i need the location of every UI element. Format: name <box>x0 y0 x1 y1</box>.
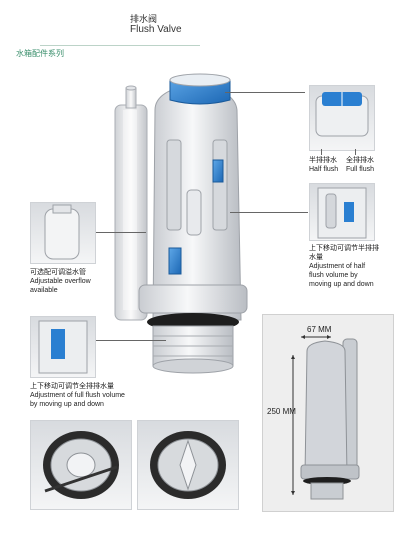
half-adjust-caption: 上下移动可调节半排排水量 Adjustment of half flush vo… <box>309 245 379 288</box>
leader-top-right <box>225 92 305 93</box>
overflow-thumbnail <box>30 202 96 264</box>
full-adjust-caption: 上下移动可调节全排排水量 Adjustment of full flush vo… <box>30 383 125 408</box>
base-thumbnail-left <box>30 420 132 510</box>
full-flush-caption: 全排排水 Full flush <box>346 157 375 173</box>
leader-left-full <box>96 340 166 341</box>
title-english: Flush Valve <box>130 24 182 35</box>
half-flush-caption: 半排排水 Half flush <box>309 157 339 173</box>
dimension-panel: 67 MM 250 MM <box>262 314 394 512</box>
half-flush-leader <box>321 149 322 155</box>
title-divider <box>40 45 200 46</box>
button-detail-thumbnail <box>309 85 375 151</box>
overflow-caption: 可选配可调溢水管 Adjustable overflow available <box>30 269 91 294</box>
title-chinese: 排水阀 <box>130 14 158 24</box>
width-dimension: 67 MM <box>307 325 332 334</box>
leader-left-overflow <box>96 232 146 233</box>
height-dimension: 250 MM <box>267 407 296 416</box>
full-adjust-thumbnail <box>30 316 96 378</box>
full-flush-leader <box>355 149 356 155</box>
leader-mid-right <box>230 212 308 213</box>
base-thumbnail-right <box>137 420 239 510</box>
series-label: 水箱配件系列 <box>16 49 64 58</box>
flush-valve-illustration <box>114 73 248 374</box>
half-adjust-thumbnail <box>309 183 375 241</box>
